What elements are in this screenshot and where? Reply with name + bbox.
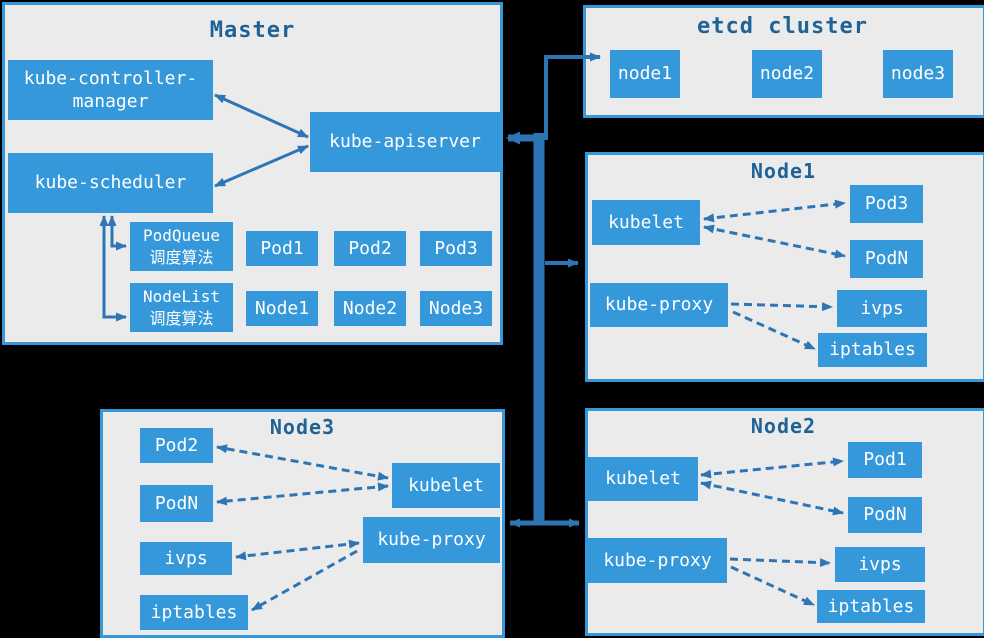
box-node3-ivps: ivps (140, 542, 232, 575)
box-node3-podn: PodN (140, 485, 213, 522)
box-node2-kube-proxy: kube-proxy (588, 538, 727, 583)
box-node1-ivps: ivps (837, 290, 927, 327)
podqueue-label-line1: PodQueue (142, 225, 221, 245)
master-title: Master (209, 18, 296, 43)
box-node2-podn: PodN (848, 497, 922, 533)
box-node1-kubelet: kubelet (592, 200, 700, 245)
box-node1-iptables: iptables (818, 333, 927, 367)
kube-controller-manager-label-line2: manager (72, 91, 149, 112)
box-node1-pod3: Pod3 (850, 185, 923, 223)
box-node3-kube-proxy: kube-proxy (363, 517, 500, 563)
box-nodelist: NodeList 调度算法 (130, 283, 233, 332)
box-master-pod2: Pod2 (334, 231, 406, 266)
etcd-cluster-title: etcd cluster (697, 14, 868, 39)
box-kube-controller-manager: kube-controller- manager (8, 60, 213, 120)
box-node2-ivps: ivps (835, 547, 925, 582)
box-etcd-node3: node3 (883, 50, 953, 98)
podqueue-label-line2: 调度算法 (149, 247, 214, 267)
box-node2-kubelet: kubelet (588, 457, 698, 501)
node2-title: Node2 (750, 414, 817, 438)
box-node1-podn: PodN (850, 240, 923, 278)
box-master-node1: Node1 (246, 291, 318, 326)
kube-controller-manager-label-line1: kube-controller- (23, 67, 198, 89)
node1-title: Node1 (750, 159, 817, 183)
box-master-pod3: Pod3 (420, 231, 492, 266)
box-etcd-node1: node1 (610, 50, 680, 98)
box-podqueue: PodQueue 调度算法 (130, 222, 233, 271)
box-master-node3: Node3 (420, 291, 492, 326)
box-node3-kubelet: kubelet (392, 463, 500, 508)
box-node3-iptables: iptables (140, 595, 248, 630)
box-kube-apiserver: kube-apiserver (310, 112, 500, 172)
box-master-pod1: Pod1 (246, 231, 318, 266)
box-node1-kube-proxy: kube-proxy (590, 283, 728, 327)
box-node3-pod2: Pod2 (140, 428, 213, 463)
nodelist-label-line1: NodeList (142, 286, 221, 306)
box-etcd-node2: node2 (752, 50, 822, 98)
node3-title: Node3 (269, 415, 336, 439)
box-master-node2: Node2 (334, 291, 406, 326)
box-kube-scheduler: kube-scheduler (8, 153, 213, 213)
box-node2-pod1: Pod1 (848, 442, 922, 478)
nodelist-label-line2: 调度算法 (149, 308, 214, 328)
box-node2-iptables: iptables (817, 590, 925, 623)
